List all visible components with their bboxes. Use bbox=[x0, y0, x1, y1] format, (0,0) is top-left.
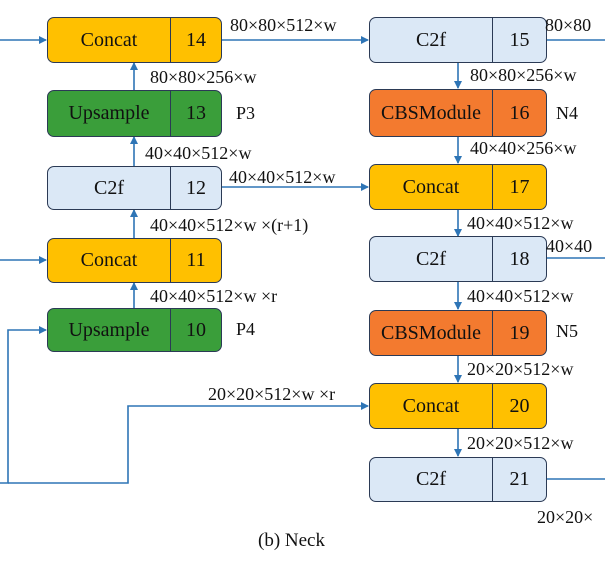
node-cbsmodule-16: CBSModule 16 bbox=[369, 89, 547, 137]
node-number: 14 bbox=[186, 28, 206, 51]
node-number: 15 bbox=[509, 28, 530, 51]
edge-label-16-17: 40×40×256×w bbox=[470, 138, 577, 158]
node-name: Concat bbox=[48, 18, 171, 62]
node-c2f-21: C2f 21 bbox=[369, 457, 547, 502]
node-number: 10 bbox=[186, 318, 206, 341]
edge-label-18-19: 40×40×512×w bbox=[467, 286, 574, 306]
node-number: 21 bbox=[509, 468, 530, 490]
node-name: C2f bbox=[370, 237, 493, 281]
node-number: 13 bbox=[186, 102, 206, 124]
node-concat-17: Concat 17 bbox=[369, 164, 547, 210]
figure-caption: (b) Neck bbox=[258, 530, 325, 551]
tag-n4: N4 bbox=[556, 103, 578, 123]
edge-label-17-18: 40×40×512×w bbox=[467, 213, 574, 233]
tag-p4: P4 bbox=[236, 319, 256, 339]
node-upsample-13: Upsample 13 bbox=[47, 90, 222, 137]
edge-label-12-13: 40×40×512×w bbox=[145, 143, 252, 163]
node-name: C2f bbox=[370, 18, 493, 62]
arrow-in-10 bbox=[0, 326, 47, 484]
edge-label-12-17: 40×40×512×w bbox=[229, 167, 336, 187]
edge-label-19-20: 20×20×512×w bbox=[467, 359, 574, 379]
node-number: 18 bbox=[509, 247, 530, 270]
node-number: 19 bbox=[509, 321, 530, 344]
node-upsample-10: Upsample 10 bbox=[47, 308, 222, 352]
node-number: 11 bbox=[186, 249, 206, 271]
arrow-10-20 bbox=[8, 402, 369, 484]
edge-label-10-11: 40×40×512×w ×r bbox=[150, 286, 278, 306]
node-name: Concat bbox=[370, 165, 493, 209]
node-name: Upsample bbox=[48, 309, 171, 351]
node-concat-14: Concat 14 bbox=[47, 17, 222, 63]
edge-label-13-14: 80×80×256×w bbox=[150, 67, 257, 87]
node-c2f-12: C2f 12 bbox=[47, 166, 222, 210]
node-number: 12 bbox=[186, 176, 206, 199]
node-c2f-18: C2f 18 bbox=[369, 236, 547, 282]
node-number: 17 bbox=[509, 175, 530, 198]
node-name: CBSModule bbox=[370, 311, 493, 355]
node-number: 16 bbox=[509, 101, 530, 124]
tag-p3: P3 bbox=[236, 103, 256, 123]
edge-label-11-12: 40×40×512×w ×(r+1) bbox=[150, 215, 309, 235]
node-concat-11: Concat 11 bbox=[47, 238, 222, 283]
edge-label-14-15: 80×80×512×w bbox=[230, 15, 337, 35]
node-name: C2f bbox=[48, 167, 171, 209]
edge-label-21-out: 20×20× bbox=[537, 507, 594, 527]
tag-n5: N5 bbox=[556, 321, 578, 341]
node-number: 20 bbox=[509, 394, 530, 417]
node-name: C2f bbox=[370, 458, 493, 501]
edge-label-20-21: 20×20×512×w bbox=[467, 433, 574, 453]
node-concat-20: Concat 20 bbox=[369, 383, 547, 429]
node-name: CBSModule bbox=[370, 90, 493, 136]
node-name: Concat bbox=[370, 384, 493, 428]
node-name: Upsample bbox=[48, 91, 171, 136]
edge-label-10-20: 20×20×512×w ×r bbox=[208, 384, 336, 404]
edge-label-15-out: 80×80 bbox=[545, 15, 592, 35]
edge-label-18-out: 40×40 bbox=[546, 236, 593, 256]
node-name: Concat bbox=[48, 239, 171, 282]
node-c2f-15: C2f 15 bbox=[369, 17, 547, 63]
edge-label-15-16: 80×80×256×w bbox=[470, 65, 577, 85]
node-cbsmodule-19: CBSModule 19 bbox=[369, 310, 547, 356]
